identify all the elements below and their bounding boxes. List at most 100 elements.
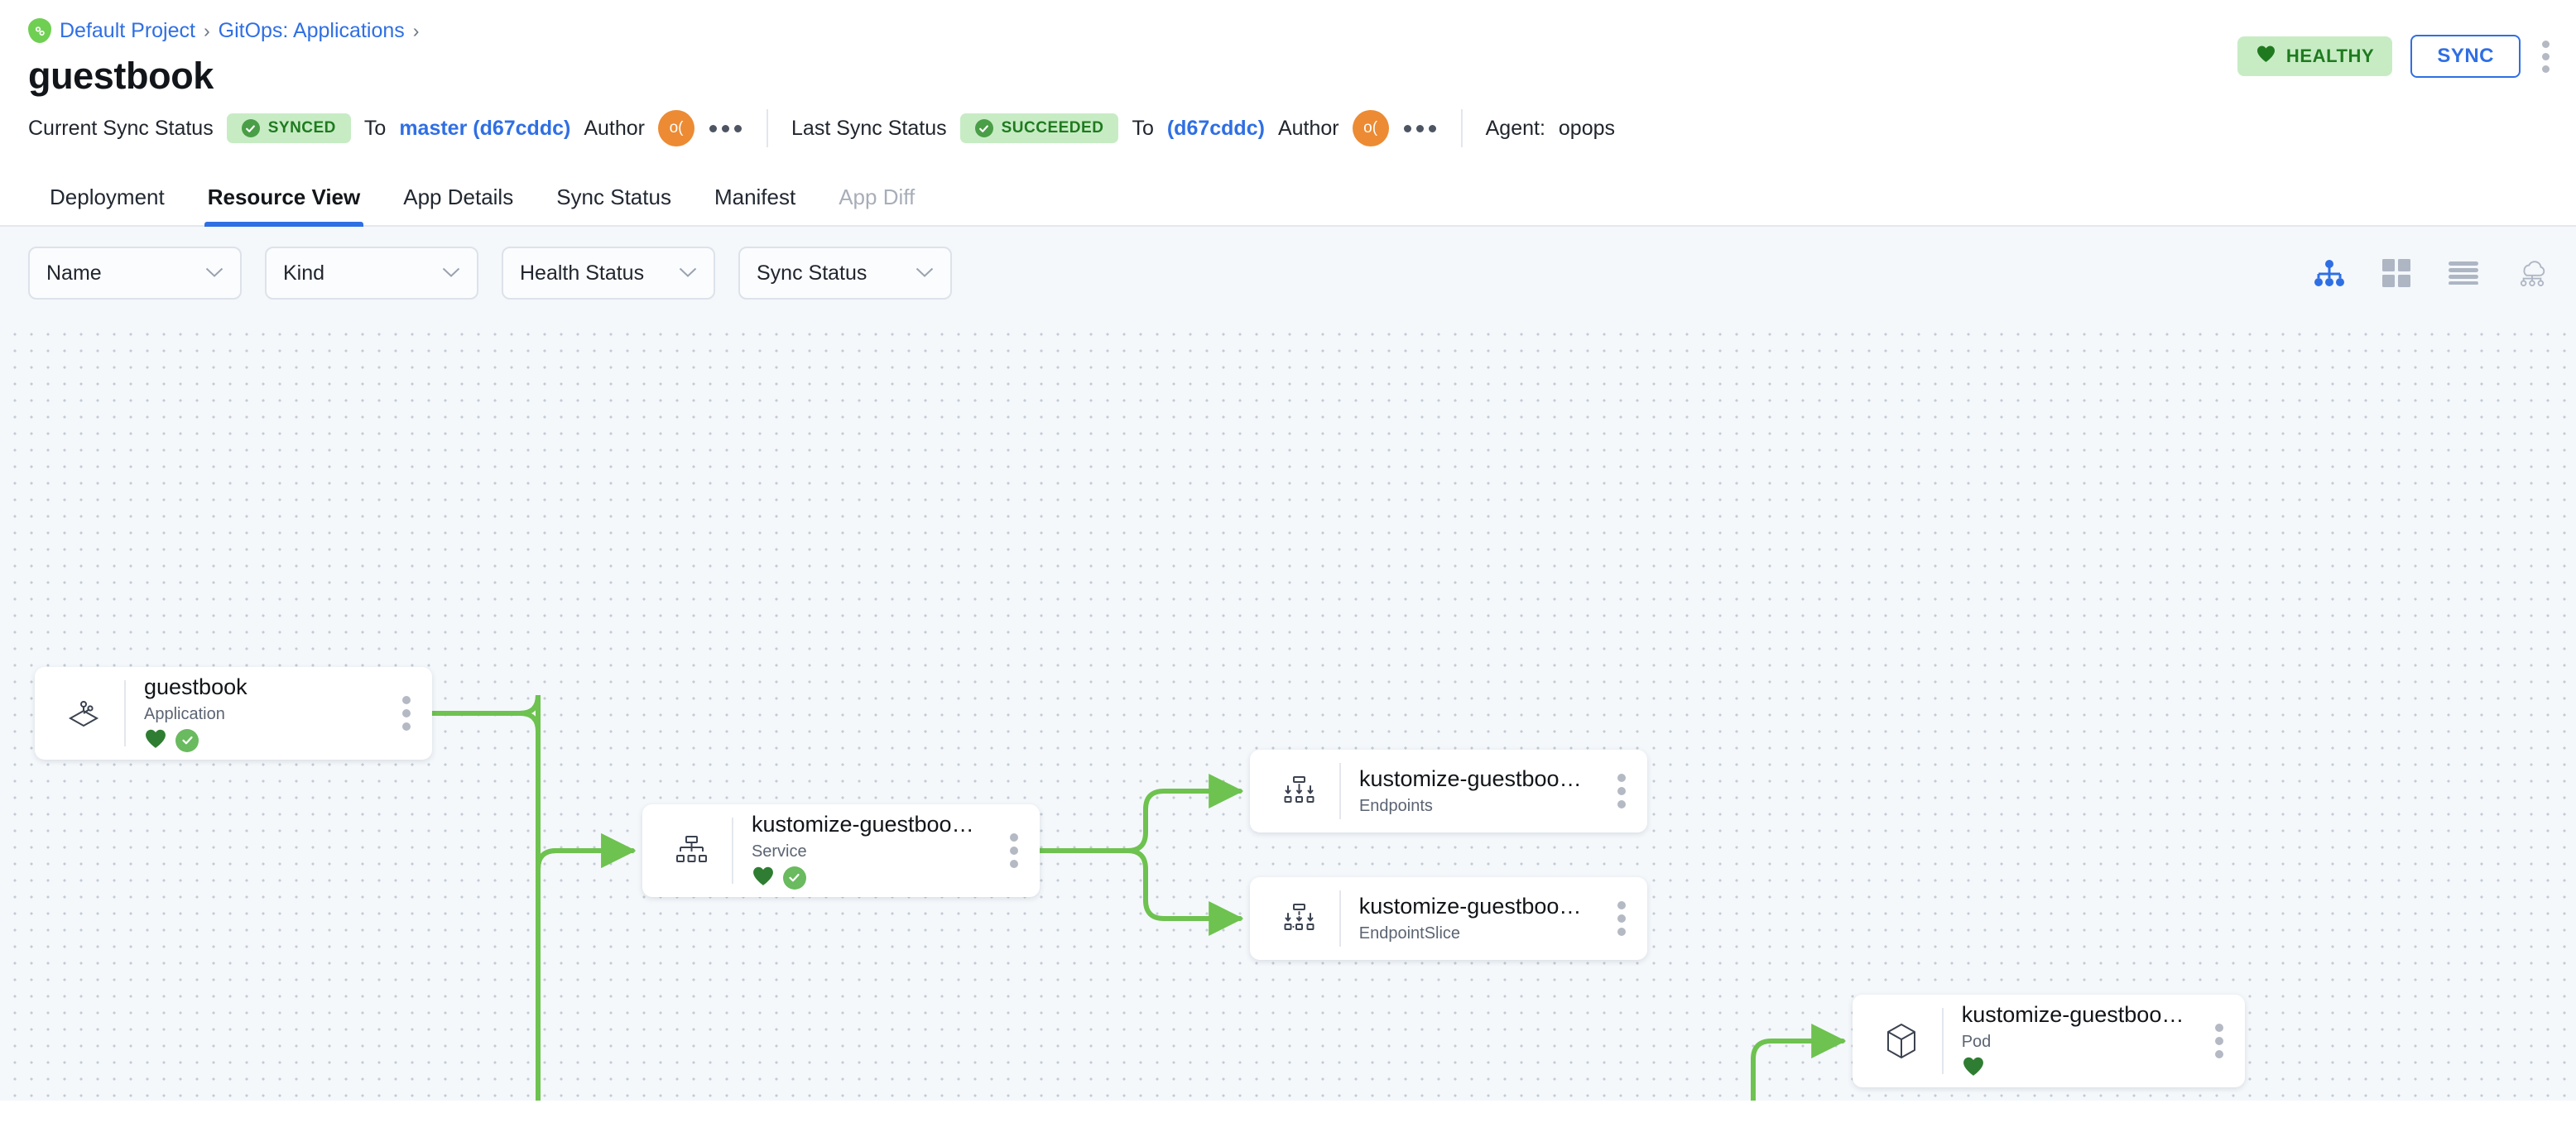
check-circle-icon: [241, 119, 260, 137]
filter-health-status-select[interactable]: Health Status: [502, 247, 715, 300]
filter-sync-status-select[interactable]: Sync Status: [738, 247, 952, 300]
sync-check-icon: [175, 728, 199, 752]
node-menu-icon[interactable]: [381, 693, 432, 734]
page-title: guestbook: [28, 55, 214, 97]
chevron-down-icon: [205, 265, 223, 281]
node-menu-icon[interactable]: [2194, 1020, 2245, 1062]
node-divider: [124, 680, 126, 746]
node-badges: [1962, 1057, 2185, 1080]
breadcrumb-item-project[interactable]: Default Project: [60, 18, 195, 42]
service-icon: [664, 834, 718, 867]
resource-graph-canvas[interactable]: guestbook Application k: [0, 319, 2576, 1101]
endpoints-icon: [1271, 775, 1326, 808]
filter-name-select[interactable]: Name: [28, 247, 242, 300]
header-overflow-menu-icon[interactable]: [2539, 37, 2553, 76]
last-sync-status-badge-label: SUCCEEDED: [1001, 119, 1104, 137]
agent-value: opops: [1558, 116, 1616, 140]
last-more-icon[interactable]: [1402, 120, 1438, 137]
node-title: kustomize-guestbook-ui-...: [1961, 1002, 2185, 1028]
graph-node-pod-1[interactable]: kustomize-guestbook-ui-... Pod: [1853, 995, 2245, 1087]
node-kind: Application: [144, 704, 225, 723]
node-title: kustomize-guestbook-ui: [1358, 766, 1588, 792]
application-icon: [56, 695, 111, 732]
node-kind: EndpointSlice: [1358, 924, 1461, 943]
node-divider: [732, 818, 733, 884]
health-badge-label: HEALTHY: [2285, 46, 2375, 66]
status-divider-2: [1460, 109, 1463, 147]
node-menu-icon[interactable]: [1596, 898, 1647, 939]
node-divider: [1339, 890, 1341, 947]
endpointslice-icon: [1271, 902, 1326, 935]
tab-bar: Deployment Resource View App Details Syn…: [0, 166, 2576, 227]
current-sync-status-badge-label: SYNCED: [267, 119, 336, 137]
chevron-down-icon: [916, 265, 934, 281]
tab-sync-status[interactable]: Sync Status: [556, 185, 671, 209]
node-menu-icon[interactable]: [988, 830, 1040, 871]
last-sync-status-label: Last Sync Status: [791, 116, 947, 140]
filter-bar: Name Kind Health Status Sync Status: [0, 227, 2576, 319]
health-heart-icon: [1962, 1056, 1985, 1081]
app-header: Default Project › GitOps: Applications ›…: [0, 0, 2576, 98]
node-kind: Endpoints: [1358, 796, 1433, 815]
last-revision-link[interactable]: (d67cddc): [1166, 116, 1265, 140]
grid-view-icon[interactable]: [2382, 259, 2410, 287]
filter-name-label: Name: [46, 261, 102, 285]
last-author-avatar[interactable]: o(: [1352, 110, 1389, 146]
sync-status-strip: Current Sync Status SYNCED To master (d6…: [0, 98, 2576, 166]
check-circle-icon: [974, 119, 993, 137]
node-divider: [1942, 1008, 1944, 1074]
heart-icon: [2256, 45, 2276, 68]
list-view-icon[interactable]: [2449, 261, 2478, 285]
filter-kind-select[interactable]: Kind: [265, 247, 478, 300]
last-author-label: Author: [1277, 116, 1339, 140]
node-title: kustomize-guestbook-ui: [751, 812, 980, 837]
graph-node-endpoints[interactable]: kustomize-guestbook-ui Endpoints: [1250, 750, 1647, 832]
tab-app-details[interactable]: App Details: [403, 185, 514, 209]
header-actions: HEALTHY SYNC: [2237, 35, 2553, 78]
graph-node-endpointslice[interactable]: kustomize-guestbook-ui-... EndpointSlice: [1250, 877, 1647, 960]
node-menu-icon[interactable]: [1596, 770, 1647, 812]
sync-check-icon: [782, 866, 806, 890]
view-mode-switcher: [2314, 259, 2548, 287]
graph-node-application[interactable]: guestbook Application: [35, 667, 432, 760]
current-sync-status-group: Current Sync Status SYNCED To master (d6…: [28, 110, 743, 146]
tab-resource-view[interactable]: Resource View: [186, 185, 382, 227]
node-badges: [144, 728, 372, 753]
health-heart-icon: [752, 866, 775, 890]
node-title: kustomize-guestbook-ui-...: [1358, 894, 1588, 919]
current-to-label: To: [363, 116, 387, 140]
status-divider-1: [767, 109, 769, 147]
node-kind: Pod: [1961, 1032, 1992, 1051]
pod-icon: [1874, 1022, 1929, 1060]
filter-health-status-label: Health Status: [520, 261, 645, 285]
tab-deployment[interactable]: Deployment: [50, 185, 165, 209]
breadcrumb: Default Project › GitOps: Applications ›: [28, 0, 2548, 43]
node-title: guestbook: [144, 674, 248, 700]
current-sync-status-badge: SYNCED: [226, 113, 351, 143]
breadcrumb-item-applications[interactable]: GitOps: Applications: [218, 18, 405, 42]
node-kind: Service: [751, 842, 807, 861]
breadcrumb-separator-end: ›: [412, 19, 420, 41]
current-revision-link[interactable]: master (d67cddc): [399, 116, 571, 140]
network-view-icon[interactable]: [2516, 260, 2548, 286]
agent-group: Agent: opops: [1486, 117, 1615, 141]
filter-kind-label: Kind: [283, 261, 325, 285]
sync-button[interactable]: SYNC: [2410, 35, 2521, 78]
agent-label: Agent:: [1485, 116, 1545, 140]
graph-edges: [430, 694, 1847, 1101]
last-to-label: To: [1132, 116, 1154, 140]
graph-node-service[interactable]: kustomize-guestbook-ui Service: [642, 804, 1040, 897]
current-sync-status-label: Current Sync Status: [28, 116, 214, 140]
filter-sync-status-label: Sync Status: [757, 261, 867, 285]
node-divider: [1339, 763, 1341, 819]
chevron-down-icon: [679, 265, 697, 281]
last-sync-status-badge: SUCCEEDED: [959, 113, 1119, 143]
tab-app-diff: App Diff: [839, 185, 916, 209]
current-more-icon[interactable]: [708, 120, 743, 137]
health-heart-icon: [144, 728, 167, 753]
tab-manifest[interactable]: Manifest: [714, 185, 796, 209]
current-author-avatar[interactable]: o(: [658, 110, 695, 146]
status-badge-health: HEALTHY: [2237, 36, 2393, 76]
tree-view-icon[interactable]: [2314, 260, 2344, 286]
last-sync-status-group: Last Sync Status SUCCEEDED To (d67cddc) …: [791, 110, 1438, 146]
